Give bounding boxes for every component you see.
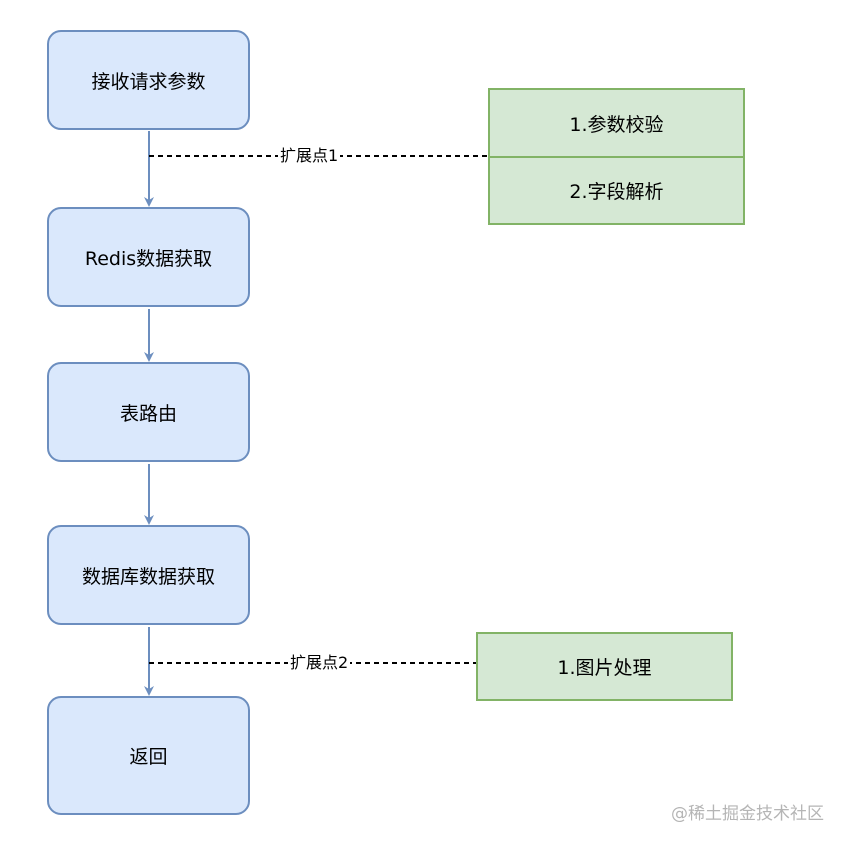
step-table-routing: 表路由 <box>47 362 250 462</box>
step-receive-params: 接收请求参数 <box>47 30 250 130</box>
step-return: 返回 <box>47 696 250 815</box>
watermark: @稀土掘金技术社区 <box>671 804 824 824</box>
ext2-item-image-processing: 1.图片处理 <box>476 632 733 701</box>
step-db-fetch: 数据库数据获取 <box>47 525 250 625</box>
ext1-item-param-validation: 1.参数校验 <box>488 88 745 158</box>
extension-point-2-label: 扩展点2 <box>288 653 351 672</box>
step-redis-fetch: Redis数据获取 <box>47 207 250 307</box>
ext1-item-field-parsing: 2.字段解析 <box>488 156 745 225</box>
extension-point-1-label: 扩展点1 <box>278 146 341 165</box>
